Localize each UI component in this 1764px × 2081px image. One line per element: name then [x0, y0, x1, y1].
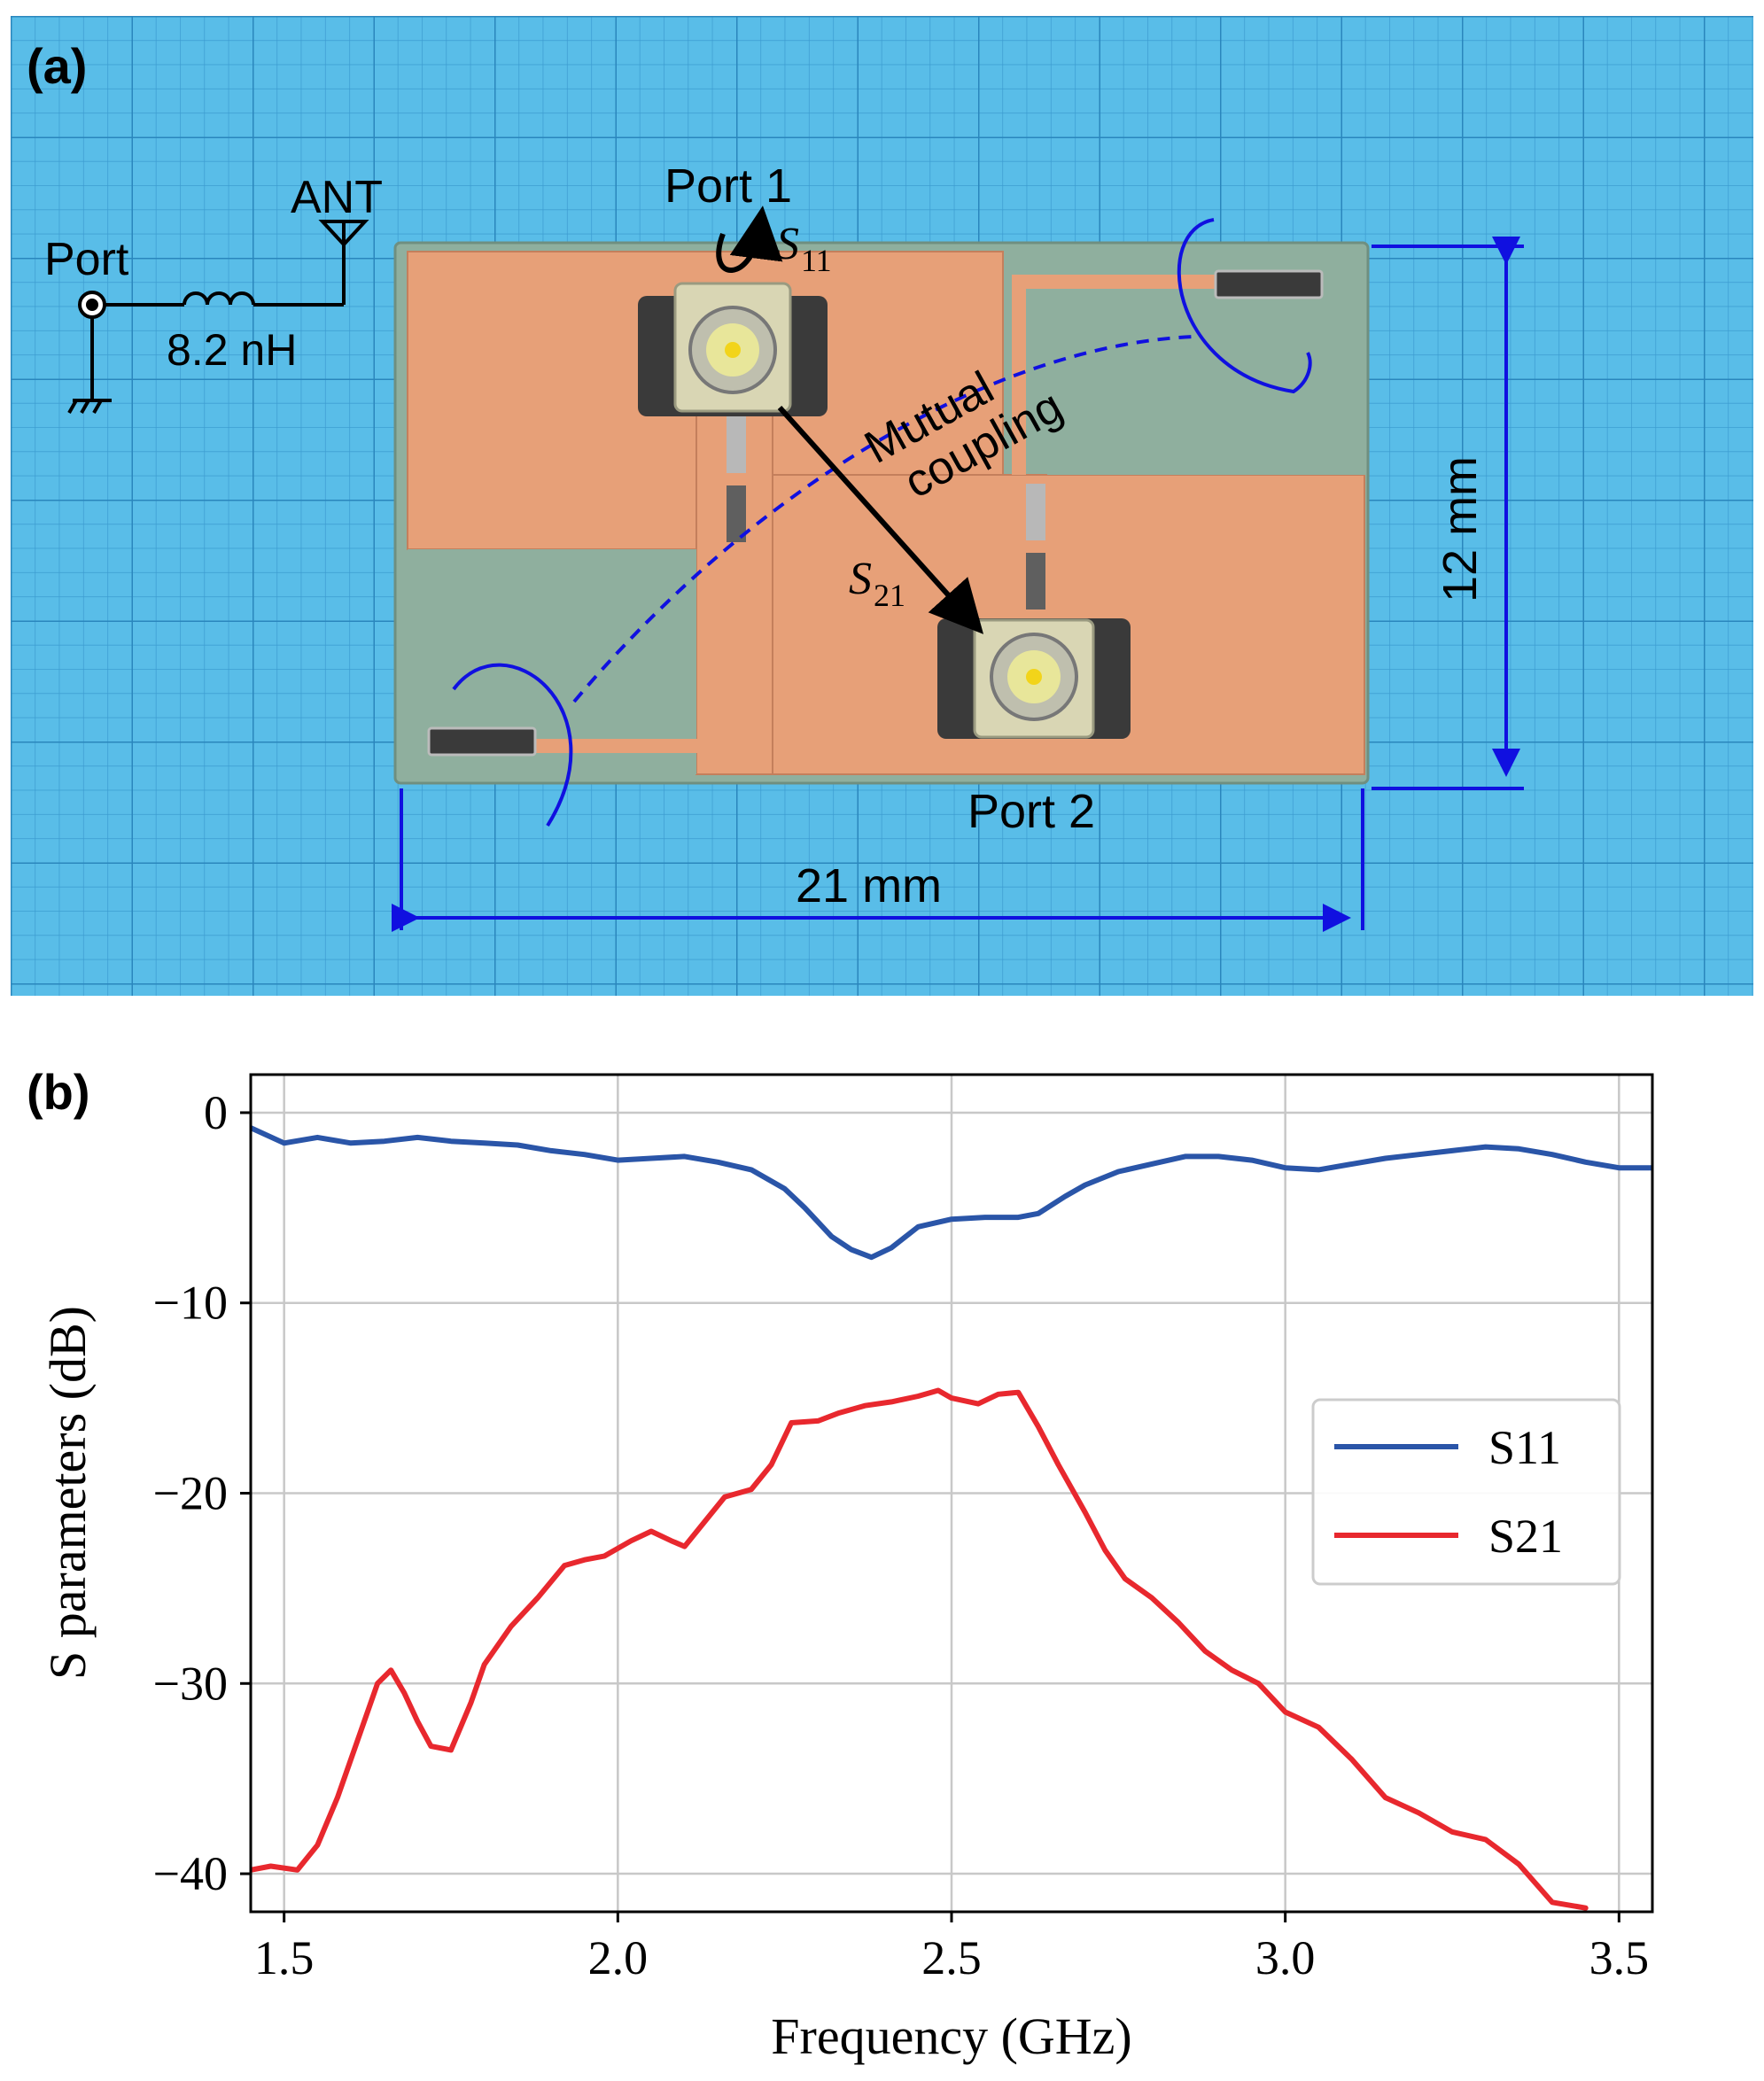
series-line-s11 [251, 1125, 1652, 1261]
width-dimension-label: 21 mm [796, 859, 942, 912]
legend: S11 S21 [1311, 1398, 1621, 1586]
panel-b: (b) 1.5 2.0 2.5 3.0 3.5 0 −10 −20 −30 −40 Frequen… [27, 1064, 1654, 2065]
smd-component-bottom-left [427, 726, 537, 757]
s11-label: S 11 [776, 219, 832, 278]
arc-top-right [1177, 218, 1312, 394]
panel-a: (a) Port ANT 8.2 nH Port 1 Port 2 S 11 S… [11, 16, 1753, 996]
dimension-width [392, 788, 1364, 932]
x-tick-label: 2.0 [588, 1931, 649, 1984]
coupling-dashed-curve [572, 335, 1193, 703]
panel-a-label: (a) [27, 38, 87, 94]
y-axis-label: S parameters (dB) [39, 1306, 97, 1680]
chart-ticks: 1.5 2.0 2.5 3.0 3.5 0 −10 −20 −30 −40 [153, 1086, 1650, 1984]
s11-curved-arrow [716, 206, 783, 273]
coupling-annotation [452, 218, 1312, 827]
pcb-board [393, 241, 1370, 785]
inductor-symbol [183, 291, 255, 306]
x-tick-label: 2.5 [921, 1931, 982, 1984]
schematic-port-label: Port [44, 234, 129, 285]
x-tick-label: 1.5 [254, 1931, 315, 1984]
x-tick-label: 3.0 [1255, 1931, 1316, 1984]
x-tick-label: 3.5 [1589, 1931, 1650, 1984]
connector-port-2 [937, 618, 1131, 739]
series-line-s21 [251, 1387, 1589, 1911]
legend-label-s21: S21 [1488, 1510, 1563, 1563]
schematic-ant-label: ANT [291, 172, 383, 223]
y-tick-label: −20 [153, 1467, 228, 1520]
svg-text:21: 21 [874, 578, 905, 613]
svg-text:S: S [849, 554, 872, 604]
s21-arrow [777, 405, 984, 634]
legend-box [1311, 1398, 1621, 1586]
chart-series [251, 1125, 1652, 1911]
y-tick-label: −30 [153, 1657, 228, 1710]
legend-label-s11: S11 [1488, 1421, 1561, 1474]
svg-text:11: 11 [801, 243, 832, 278]
y-tick-label: 0 [204, 1086, 228, 1139]
y-tick-label: −10 [153, 1277, 228, 1330]
svg-text:S: S [776, 219, 799, 269]
port-1-label: Port 1 [664, 159, 792, 213]
port-2-label: Port 2 [967, 785, 1095, 838]
connector-port-1 [638, 282, 828, 416]
antenna-schematic [67, 220, 369, 414]
chart-grid [251, 1075, 1652, 1912]
panel-b-label: (b) [27, 1064, 90, 1120]
s21-label: S 21 [849, 554, 905, 613]
dimension-height [1372, 237, 1524, 790]
x-axis-label: Frequency (GHz) [771, 2007, 1131, 2065]
arc-bottom-left [452, 663, 573, 827]
height-dimension-label: 12 mm [1434, 456, 1487, 602]
y-tick-label: −40 [153, 1847, 228, 1900]
schematic-inductor-label: 8.2 nH [167, 325, 297, 375]
smd-component-top-right [1214, 269, 1324, 299]
